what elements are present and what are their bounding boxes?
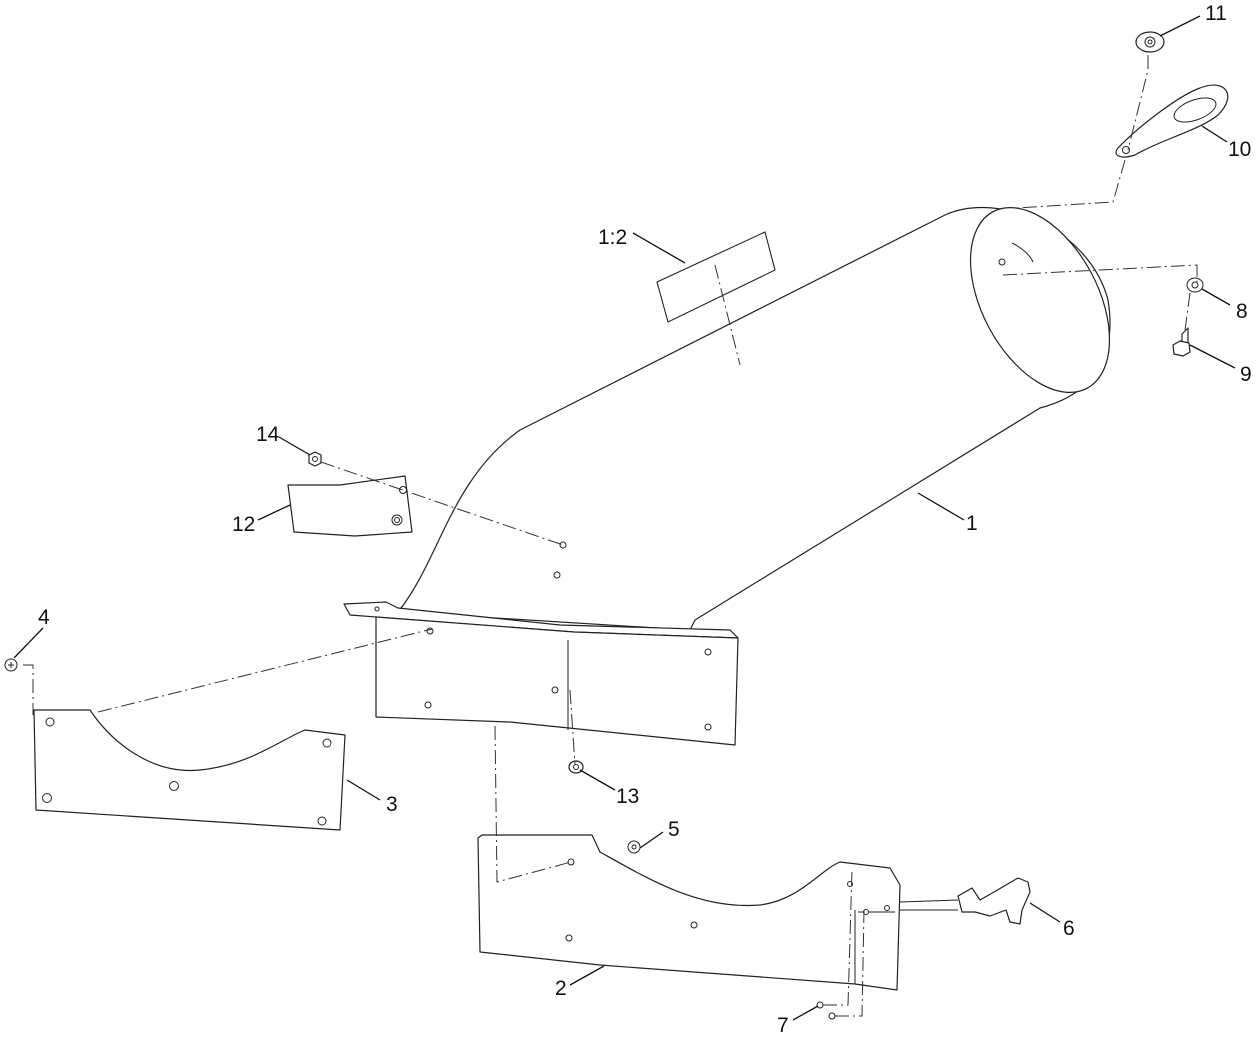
part-13-stud — [568, 760, 584, 774]
callout-1: 1 — [966, 512, 978, 535]
assembly-centerlines — [23, 55, 1198, 1017]
callout-5: 5 — [668, 818, 680, 841]
callout-8: 8 — [1236, 300, 1248, 323]
callout-3: 3 — [386, 793, 398, 816]
part-2-deflector — [477, 834, 901, 991]
part-3-panel — [33, 709, 346, 831]
callout-4: 4 — [38, 606, 50, 629]
part-11-knob — [1135, 31, 1165, 53]
part-10-tab — [1115, 84, 1229, 158]
callout-2: 2 — [555, 977, 567, 1000]
part-5-washer — [627, 840, 641, 854]
callout-7: 7 — [777, 1014, 789, 1037]
callout-11: 11 — [1205, 2, 1227, 25]
callout-12: 12 — [232, 513, 255, 536]
part-14-nut — [308, 451, 322, 467]
part-8-washer — [1186, 277, 1204, 293]
part-6-handle — [899, 877, 1031, 925]
callout-14: 14 — [256, 423, 280, 446]
leader-lines — [13, 15, 1236, 1021]
callout-13: 13 — [616, 785, 639, 808]
callout-labels: 1 1:2 2 3 4 5 6 7 8 9 10 11 12 13 14 — [38, 2, 1252, 1037]
callout-6: 6 — [1063, 917, 1075, 940]
part-1-base-plate — [343, 541, 739, 746]
callout-1-2: 1:2 — [598, 226, 627, 249]
part-12-bracket — [287, 475, 413, 537]
part-4-screw — [4, 658, 18, 672]
part-1-chute-tube — [397, 206, 1111, 631]
part-7-screws — [816, 1001, 836, 1020]
part-1-2-decal — [656, 231, 776, 323]
part-9-bolt — [1172, 327, 1191, 357]
callout-10: 10 — [1228, 138, 1251, 161]
callout-9: 9 — [1240, 363, 1252, 386]
